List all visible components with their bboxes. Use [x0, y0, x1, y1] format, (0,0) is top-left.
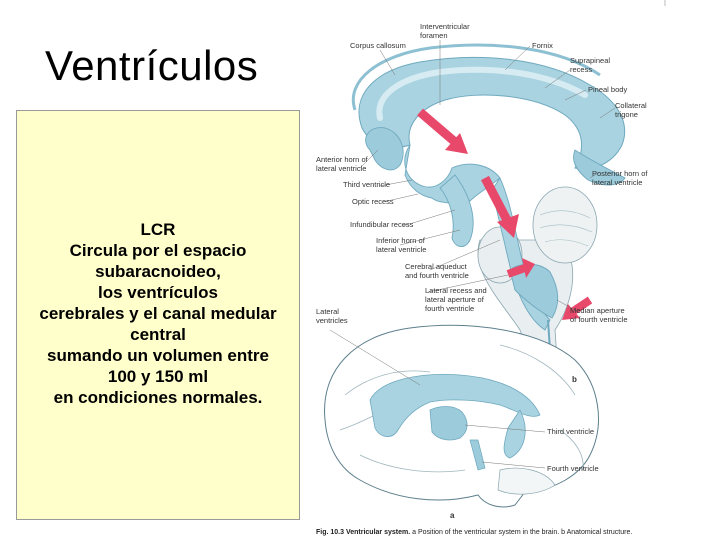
figure-caption-rest: a Position of the ventricular system in …: [410, 529, 632, 536]
info-line: cerebrales y el canal medular: [17, 303, 299, 324]
info-line: en condiciones normales.: [17, 387, 299, 408]
label-foramen: foramen: [420, 31, 448, 40]
label-anterior-horn-1: Anterior horn of: [316, 155, 369, 164]
label-lateral-ventricles-2: ventricles: [316, 316, 348, 325]
label-fornix: Fornix: [532, 41, 553, 50]
label-suprapineal-1: Suprapineal: [570, 56, 610, 65]
info-line: LCR: [17, 219, 299, 240]
label-a: a: [450, 511, 455, 520]
info-text: LCR Circula por el espacio subaracnoideo…: [17, 219, 299, 408]
info-line: central: [17, 324, 299, 345]
info-line: subaracnoideo,: [17, 261, 299, 282]
label-aqueduct-2: and fourth ventricle: [405, 271, 469, 280]
info-line: sumando un volumen entre: [17, 345, 299, 366]
label-collateral-2: trigone: [615, 110, 638, 119]
info-line: 100 y 150 ml: [17, 366, 299, 387]
label-lateral-ventricles-1: Lateral: [316, 307, 339, 316]
label-fourth-ventricle: Fourth ventricle: [547, 464, 599, 473]
label-b: b: [572, 375, 577, 384]
label-lateral-recess-2: lateral aperture of: [425, 295, 485, 304]
label-optic-recess: Optic recess: [352, 197, 394, 206]
label-third-ventricle-lower: Third ventricle: [547, 427, 594, 436]
label-posterior-horn-1: Posterior horn of: [592, 169, 648, 178]
figure-caption-bold: Fig. 10.3 Ventricular system.: [316, 529, 410, 536]
label-aqueduct-1: Cerebral aqueduct: [405, 262, 468, 271]
label-inferior-horn-1: Inferior horn of: [376, 236, 426, 245]
label-lateral-recess-3: fourth ventricle: [425, 304, 474, 313]
label-posterior-horn-2: lateral ventricle: [592, 178, 642, 187]
arrow-fourth-ventricle: [508, 268, 525, 274]
info-line: los ventrículos: [17, 282, 299, 303]
label-interventricular: Interventricular: [420, 22, 470, 31]
label-median-aperture-1: Median aperture: [570, 306, 625, 315]
page-title: Ventrículos: [45, 42, 258, 90]
brain-side-view-drawing: [325, 325, 599, 507]
label-corpus-callosum: Corpus callosum: [350, 41, 406, 50]
ventricular-system-figure: Interventricular foramen Corpus callosum…: [305, 10, 665, 540]
label-anterior-horn-2: lateral ventricle: [316, 164, 366, 173]
label-collateral-1: Collateral: [615, 101, 647, 110]
corner-mark: [664, 0, 666, 6]
brain-third-ventricle: [430, 406, 467, 440]
label-lateral-recess-1: Lateral recess and: [425, 286, 487, 295]
info-textbox: LCR Circula por el espacio subaracnoideo…: [16, 110, 300, 520]
info-line: Circula por el espacio: [17, 240, 299, 261]
label-third-ventricle: Third ventricle: [343, 180, 390, 189]
label-suprapineal-2: recess: [570, 65, 592, 74]
label-inferior-horn-2: lateral ventricle: [376, 245, 426, 254]
arrow-interventricular: [420, 112, 455, 142]
label-infundibular-recess: Infundibular recess: [350, 220, 414, 229]
label-median-aperture-2: of fourth ventricle: [570, 315, 628, 324]
label-pineal-body: Pineal body: [588, 85, 627, 94]
figure-caption: Fig. 10.3 Ventricular system. a Position…: [316, 529, 632, 536]
